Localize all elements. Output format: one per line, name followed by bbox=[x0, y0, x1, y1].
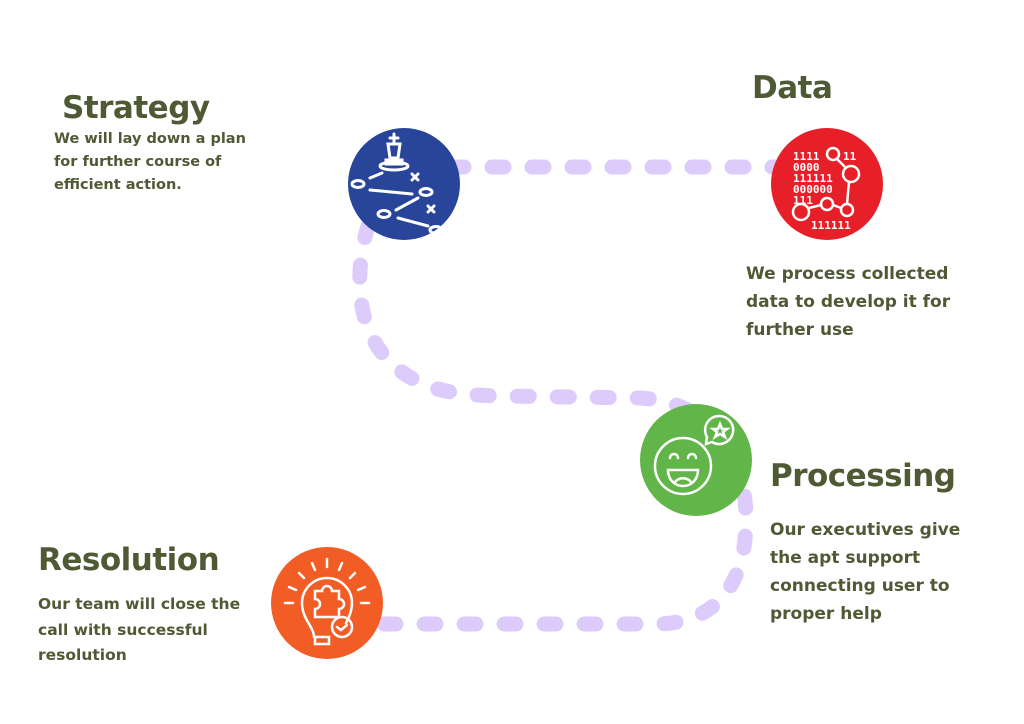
svg-text:11: 11 bbox=[843, 150, 857, 163]
resolution-title: Resolution bbox=[38, 542, 220, 578]
svg-text:1111: 1111 bbox=[793, 150, 820, 163]
strategy-description: We will lay down a plan for further cour… bbox=[54, 131, 246, 193]
svg-text:111111: 111111 bbox=[793, 172, 833, 185]
lightbulb-puzzle-check-icon bbox=[271, 547, 383, 659]
strategy-title: Strategy bbox=[62, 90, 210, 126]
svg-text:111111: 111111 bbox=[811, 219, 851, 232]
resolution-description: Our team will close the call with succes… bbox=[38, 595, 241, 664]
svg-text:000000: 000000 bbox=[793, 183, 833, 196]
chess-strategy-icon bbox=[348, 128, 460, 240]
svg-text:0000: 0000 bbox=[793, 161, 820, 174]
svg-text:111: 111 bbox=[793, 194, 813, 207]
processing-description: Our executives give the apt support conn… bbox=[770, 520, 961, 624]
happy-face-star-icon bbox=[640, 404, 752, 516]
data-description: We process collected data to develop it … bbox=[746, 264, 951, 340]
processing-title: Processing bbox=[770, 458, 956, 494]
binary-data-network-icon: 1111 11 0000 111111 000000 111 111111 bbox=[771, 128, 883, 240]
data-title: Data bbox=[752, 70, 833, 106]
